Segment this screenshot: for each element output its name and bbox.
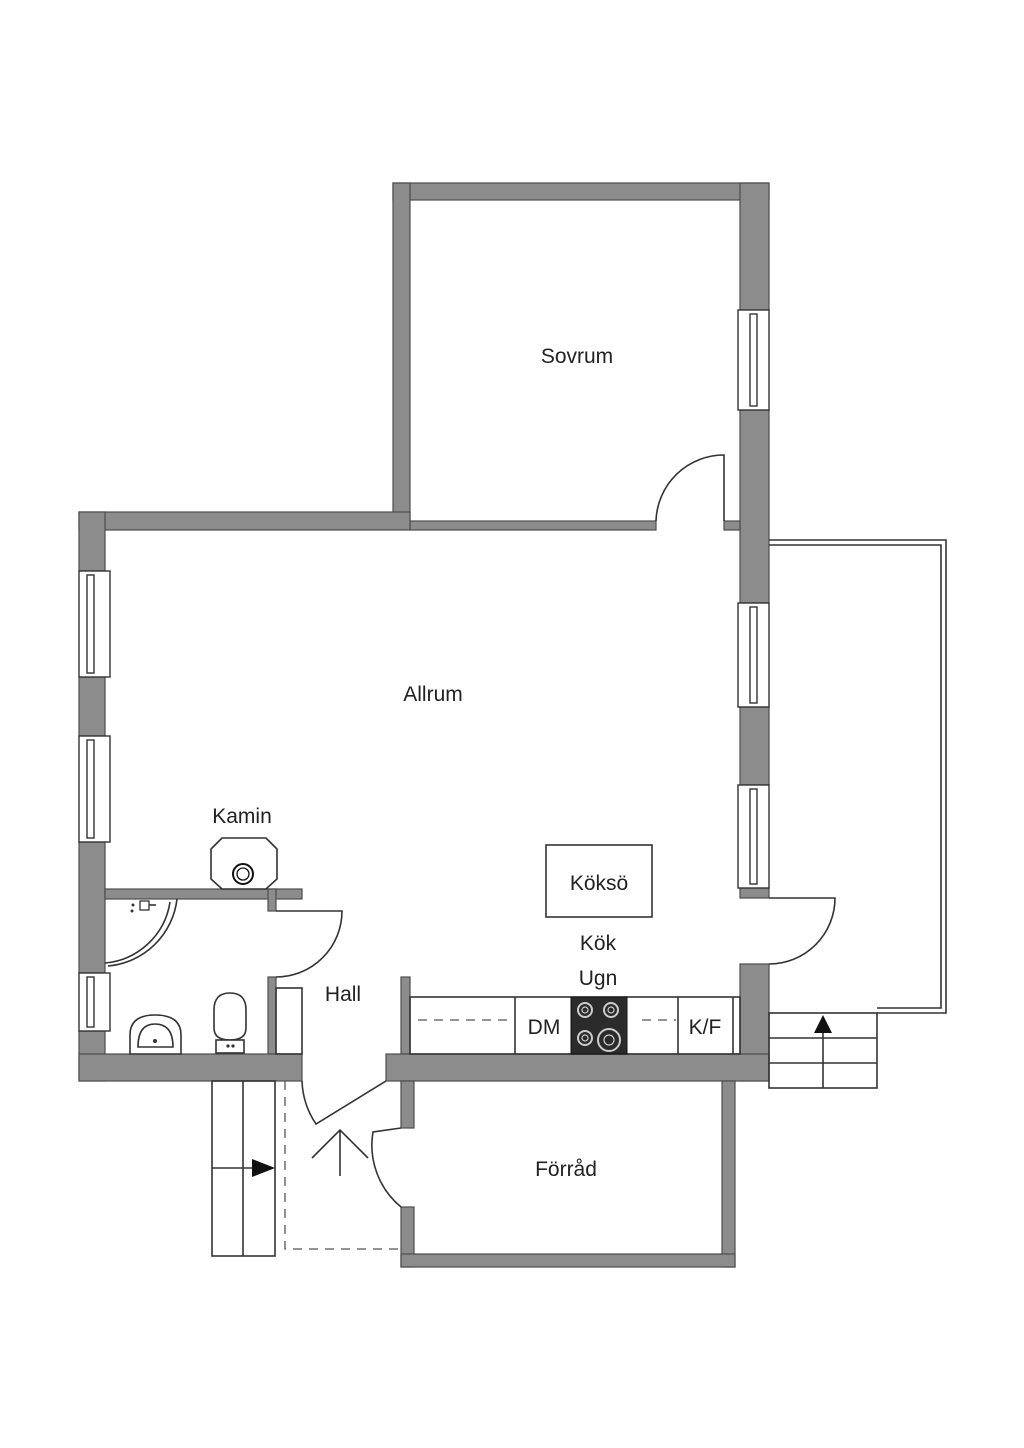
label-dm: DM	[528, 1016, 561, 1039]
wall-forrad-left-upper	[400, 1080, 415, 1129]
window-sovrum-right	[737, 309, 770, 411]
wall-left-pier-2	[78, 841, 106, 974]
wall-sovrum-left	[392, 182, 411, 522]
wall-left-pier-1	[78, 676, 106, 737]
wall-bath-top	[104, 888, 303, 900]
window-bath-left	[78, 972, 111, 1032]
stair-arrow-entrance	[252, 1159, 275, 1177]
doors	[275, 454, 836, 1208]
entrance-stairs	[211, 1080, 401, 1257]
door-sovrum	[655, 454, 725, 522]
door-bathroom	[275, 910, 343, 978]
label-hall: Hall	[325, 983, 361, 1006]
toilet-icon	[213, 992, 247, 1054]
wall-bath-right	[267, 976, 277, 1055]
window-allrum-right-1	[737, 602, 770, 708]
shower-head-icon	[130, 900, 156, 913]
label-sovrum: Sovrum	[541, 345, 613, 368]
window-allrum-left-1	[78, 570, 111, 678]
kitchen-island	[545, 844, 653, 918]
wall-bottom-right	[385, 1053, 770, 1082]
stove-icon	[570, 996, 628, 1055]
wall-forrad-right	[721, 1080, 736, 1268]
wall-left-top	[78, 511, 106, 572]
sink-icon	[129, 1014, 182, 1055]
fireplace	[210, 837, 278, 890]
wall-right-pier-1	[739, 409, 770, 604]
label-allrum: Allrum	[403, 683, 463, 706]
wall-sovrum-top	[392, 182, 770, 201]
window-allrum-right-2	[737, 784, 770, 889]
hall-wardrobe	[275, 987, 303, 1055]
wall-bath-stub	[267, 888, 277, 912]
room-labels: Sovrum Allrum Kamin Köksö Kök Ugn Hall F…	[212, 345, 721, 1181]
bathroom-fixtures	[104, 898, 247, 1055]
windows	[78, 309, 770, 1032]
door-forrad	[371, 1127, 402, 1208]
window-allrum-left-2	[78, 735, 111, 843]
wall-right-upper	[739, 182, 770, 311]
kitchen	[409, 844, 741, 1055]
wall-kitchen-left	[400, 976, 411, 1055]
door-entrance	[301, 1080, 387, 1126]
label-kok: Kök	[580, 932, 617, 955]
wall-sovrum-bottom-right	[723, 520, 741, 531]
wall-right-pier-2	[739, 706, 770, 786]
walls	[78, 182, 770, 1268]
label-kf: K/F	[689, 1016, 722, 1039]
wall-sovrum-bottom	[409, 520, 657, 531]
label-kamin: Kamin	[212, 805, 272, 828]
entry-arrow	[311, 1128, 369, 1176]
stair-arrow-terrace	[814, 1015, 832, 1033]
wall-allrum-top-left	[78, 511, 411, 531]
door-terrace	[768, 897, 836, 965]
wall-forrad-bottom	[400, 1253, 736, 1268]
wall-right-pier-3	[739, 887, 770, 899]
label-forrad: Förråd	[535, 1158, 597, 1181]
label-koksoe: Köksö	[570, 872, 628, 895]
label-ugn: Ugn	[579, 967, 618, 990]
wall-bottom-left	[78, 1053, 303, 1082]
shower-screen	[104, 901, 171, 964]
terrace	[768, 539, 947, 1089]
